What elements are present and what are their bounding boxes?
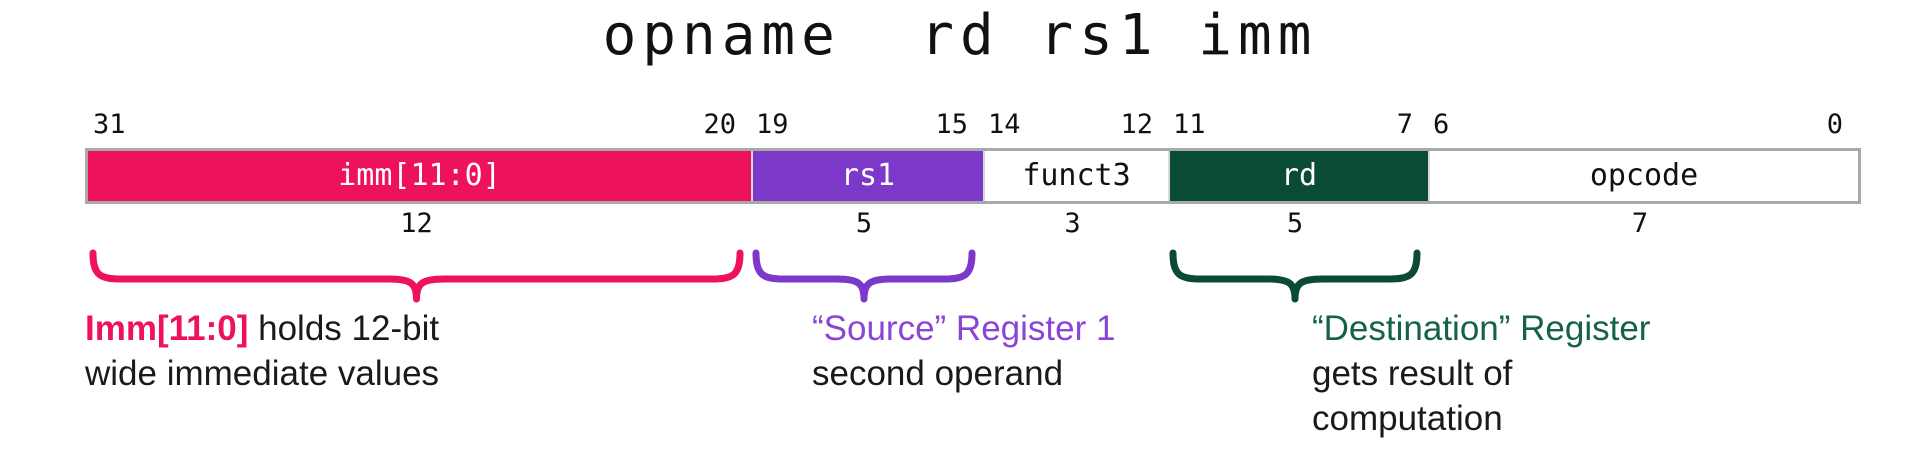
field-width-imm: 12 bbox=[400, 208, 433, 239]
bit-low-label: 7 bbox=[1396, 109, 1413, 140]
field-width-opcode: 7 bbox=[1631, 208, 1649, 239]
field-width-rd: 5 bbox=[1286, 208, 1304, 239]
field-width-funct3: 3 bbox=[1064, 208, 1081, 239]
imm-annotation-tail: holds 12-bit bbox=[248, 309, 440, 348]
field-cell-rd: rd bbox=[1168, 151, 1428, 201]
bit-high-label: 6 bbox=[1433, 109, 1450, 140]
rs1-annotation: “Source” Register 1 second operand bbox=[812, 306, 1292, 396]
rd-annotation-line1: “Destination” Register bbox=[1312, 306, 1872, 351]
rd-annotation: “Destination” Register gets result of co… bbox=[1312, 306, 1872, 441]
rd-annotation-highlight: “Destination” Register bbox=[1312, 309, 1651, 348]
field-cell-rs1: rs1 bbox=[751, 151, 983, 201]
rs1-annotation-line1: “Source” Register 1 bbox=[812, 306, 1292, 351]
bit-high-label: 11 bbox=[1173, 109, 1206, 140]
bit-range-opcode: 6 0 bbox=[1425, 109, 1855, 142]
instruction-bit-field-bar: imm[11:0] rs1 funct3 rd opcode bbox=[85, 148, 1861, 204]
imm-annotation-line1: Imm[11:0] holds 12-bit bbox=[85, 306, 685, 351]
field-cell-funct3: funct3 bbox=[983, 151, 1168, 201]
bit-range-rs1: 19 15 bbox=[748, 109, 980, 142]
bit-index-row: 31 20 19 15 14 12 11 7 6 0 bbox=[85, 104, 1855, 142]
bit-low-label: 12 bbox=[1120, 109, 1153, 140]
instruction-format-diagram: 31 20 19 15 14 12 11 7 6 0 imm[11:0] rs1… bbox=[85, 0, 1861, 310]
bit-range-rd: 11 7 bbox=[1165, 109, 1425, 142]
bit-range-imm: 31 20 bbox=[85, 109, 748, 142]
rs1-underbrace bbox=[752, 249, 976, 303]
rd-annotation-line3: computation bbox=[1312, 399, 1503, 438]
bit-low-label: 15 bbox=[935, 109, 968, 140]
instruction-syntax-title: opname rd rs1 imm bbox=[602, 3, 1318, 68]
imm-annotation-line2: wide immediate values bbox=[85, 354, 440, 393]
imm-underbrace bbox=[89, 249, 744, 303]
imm-annotation: Imm[11:0] holds 12-bit wide immediate va… bbox=[85, 306, 685, 396]
bit-high-label: 19 bbox=[756, 109, 789, 140]
rs1-annotation-line2: second operand bbox=[812, 354, 1064, 393]
rs1-annotation-highlight: “Source” Register 1 bbox=[812, 309, 1116, 348]
field-cell-opcode: opcode bbox=[1428, 151, 1858, 201]
field-width-rs1: 5 bbox=[855, 208, 873, 239]
bit-low-label: 0 bbox=[1826, 109, 1843, 140]
underbrace-row bbox=[85, 248, 1855, 306]
bit-range-funct3: 14 12 bbox=[980, 109, 1165, 142]
imm-annotation-highlight: Imm[11:0] bbox=[85, 309, 249, 348]
field-width-row: 12 5 3 5 7 bbox=[85, 208, 1855, 242]
rd-underbrace bbox=[1169, 249, 1421, 303]
bit-low-label: 20 bbox=[703, 109, 736, 140]
bit-high-label: 31 bbox=[93, 109, 126, 140]
field-cell-imm: imm[11:0] bbox=[88, 151, 751, 201]
rd-annotation-line2: gets result of bbox=[1312, 354, 1513, 393]
bit-high-label: 14 bbox=[988, 109, 1021, 140]
